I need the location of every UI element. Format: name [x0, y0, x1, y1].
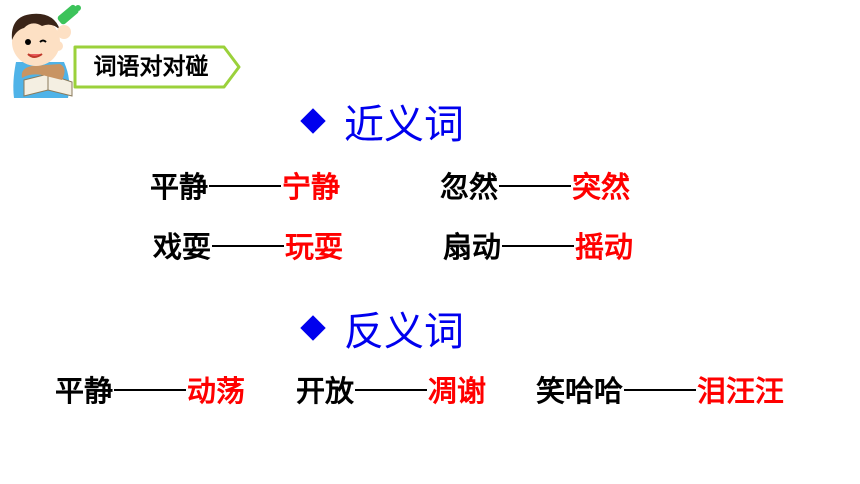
dash-separator	[212, 245, 285, 247]
banner-title: 词语对对碰	[93, 54, 209, 80]
synonym-pair: 戏耍 玩耍	[153, 224, 343, 266]
antonyms-title: 反义词	[344, 309, 464, 355]
banner-arrow-shape	[73, 45, 241, 89]
word: 笑哈哈	[536, 374, 624, 408]
answer-word: 宁静	[282, 170, 341, 204]
answer-word: 泪汪汪	[697, 374, 785, 408]
dash-separator	[114, 389, 187, 391]
answer-word: 摇动	[575, 230, 634, 264]
synonyms-title: 近义词	[344, 102, 464, 148]
synonym-pair: 扇动 摇动	[443, 224, 633, 266]
diamond-bullet-icon	[300, 315, 326, 341]
boy-reading-mascot-icon	[2, 2, 88, 100]
dash-separator	[624, 389, 697, 391]
dash-separator	[209, 185, 282, 187]
answer-word: 动荡	[187, 374, 246, 408]
diamond-bullet-icon	[300, 108, 326, 134]
antonym-pair: 笑哈哈 泪汪汪	[536, 368, 784, 410]
word: 平静	[55, 374, 114, 408]
answer-word: 玩耍	[285, 230, 344, 264]
word: 忽然	[440, 170, 499, 204]
word: 平静	[150, 170, 209, 204]
dash-separator	[502, 245, 575, 247]
dash-separator	[355, 389, 428, 391]
synonym-pair: 平静 宁静	[150, 164, 340, 206]
word: 开放	[296, 374, 355, 408]
antonyms-heading: 反义词	[298, 299, 464, 357]
synonym-pair: 忽然 突然	[440, 164, 630, 206]
word: 扇动	[443, 230, 502, 264]
word: 戏耍	[153, 230, 212, 264]
antonym-pair: 开放 凋谢	[296, 368, 486, 410]
antonym-pair: 平静 动荡	[55, 368, 245, 410]
section-banner: 词语对对碰	[72, 44, 242, 90]
answer-word: 突然	[572, 170, 631, 204]
dash-separator	[499, 185, 572, 187]
synonyms-heading: 近义词	[298, 92, 464, 150]
answer-word: 凋谢	[428, 374, 487, 408]
